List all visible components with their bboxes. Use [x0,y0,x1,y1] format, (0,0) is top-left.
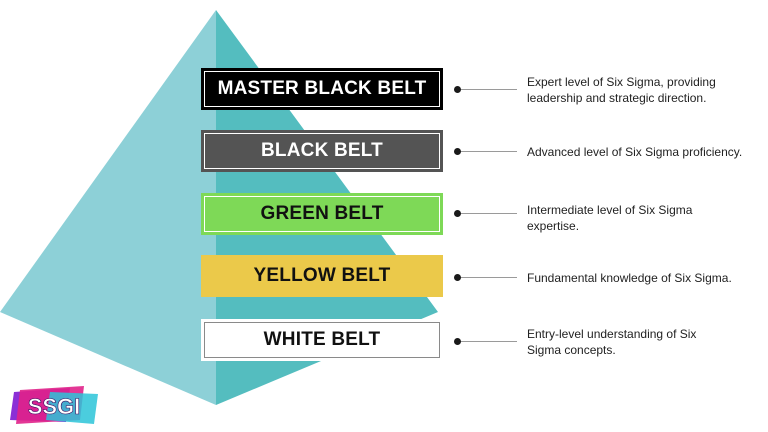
belt-inner-border [204,133,440,169]
belt-label: MASTER BLACK BELT [217,78,427,99]
belt-label: GREEN BELT [260,203,384,224]
belt-yellow: YELLOW BELT [201,255,443,297]
belt-black: BLACK BELT [201,130,443,172]
connector-line [457,89,517,90]
connector-dot [454,86,461,93]
connector-dot [454,148,461,155]
logo-text: SSGI [28,394,81,419]
belt-inner-border [204,196,440,232]
connector-line [457,151,517,152]
belt-white: WHITE BELT [201,319,443,361]
belt-label: BLACK BELT [261,140,383,161]
belt-inner-border [204,322,440,358]
description-master-black: Expert level of Six Sigma, providing lea… [527,75,716,105]
description-yellow: Fundamental knowledge of Six Sigma. [527,271,732,285]
connector-dot [454,274,461,281]
description-green: Intermediate level of Six Sigma expertis… [527,203,693,233]
belt-label: YELLOW BELT [253,265,391,286]
connector-line [457,213,517,214]
connector-dot [454,210,461,217]
connector-line [457,277,517,278]
belt-inner-border [204,71,440,107]
ssgi-logo: SSGI [10,386,98,424]
connector-line [457,341,517,342]
belt-inner-border [204,258,440,294]
pyramid-left-face [0,10,216,405]
logo-shape-cyan [46,392,98,424]
belt-master-black: MASTER BLACK BELT [201,68,443,110]
belt-label: WHITE BELT [263,329,381,350]
connector-dot [454,338,461,345]
description-white: Entry-level understanding of Six Sigma c… [527,327,697,357]
description-black: Advanced level of Six Sigma proficiency. [527,145,743,159]
belt-green: GREEN BELT [201,193,443,235]
